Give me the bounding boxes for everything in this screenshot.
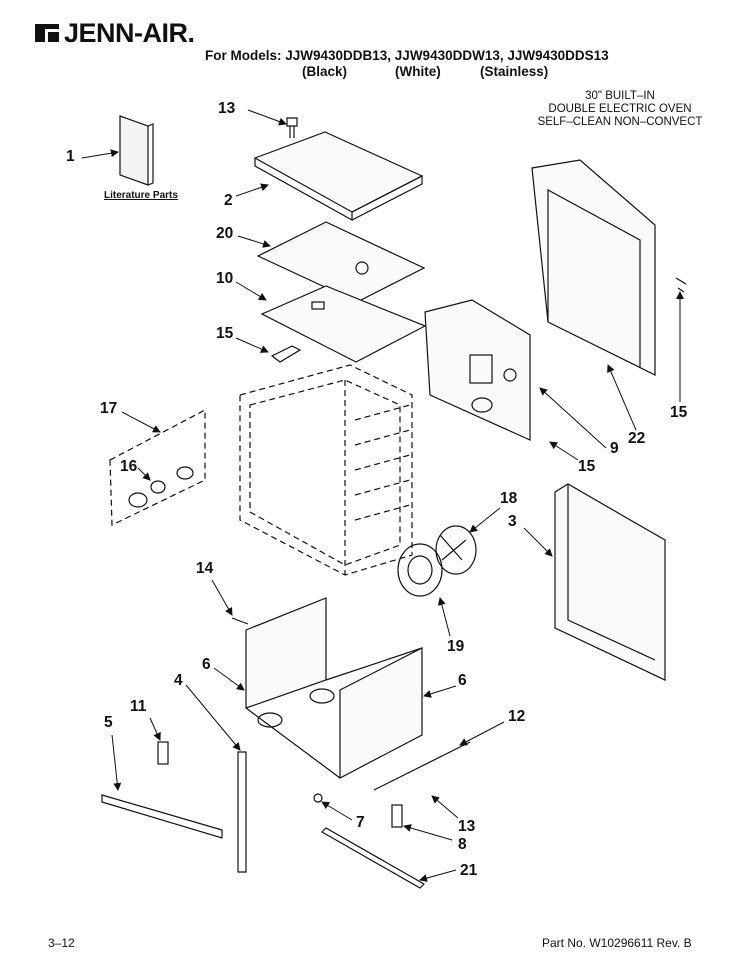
leader-3	[523, 527, 553, 557]
callout-13-lower: 13	[458, 818, 476, 835]
bracket-small	[157, 741, 169, 765]
rear-panel	[424, 299, 531, 441]
rail-lower	[101, 794, 223, 839]
side-panel-right	[531, 159, 656, 376]
leader-7	[321, 801, 353, 821]
brand-mark-icon	[35, 24, 59, 42]
leader-5	[111, 734, 122, 791]
callout-7: 7	[356, 814, 365, 831]
top-panel	[253, 131, 424, 222]
baffle-panel	[260, 285, 427, 363]
screw-right	[675, 277, 687, 293]
callout-19: 19	[447, 638, 465, 655]
callout-12: 12	[508, 708, 526, 725]
bracket	[270, 345, 302, 363]
finish-black: (Black)	[302, 64, 348, 79]
description-line: SELF–CLEAN NON–CONVECT	[537, 116, 703, 128]
finish-white: (White)	[395, 64, 441, 79]
callout-21: 21	[460, 862, 478, 879]
callout-6-right: 6	[458, 672, 467, 689]
callout-4: 4	[174, 672, 183, 689]
callout-15-mid: 15	[578, 458, 596, 475]
callout-18: 18	[500, 490, 518, 507]
callout-6-left: 6	[202, 656, 211, 673]
callout-14: 14	[196, 560, 214, 577]
description-line: 30" BUILT–IN	[585, 90, 655, 102]
side-panel-left	[554, 483, 666, 681]
callout-10: 10	[216, 270, 234, 287]
leader-10	[235, 281, 267, 301]
callout-15-right: 15	[670, 404, 688, 421]
leader-13	[247, 109, 287, 126]
leader-12	[459, 721, 505, 746]
leader-17	[121, 411, 161, 433]
leader-22	[607, 364, 637, 431]
callout-22: 22	[628, 430, 646, 447]
callout-1: 1	[66, 148, 75, 165]
rail-vertical	[237, 751, 247, 873]
rail-bottom	[321, 827, 425, 889]
brand-name: JENN-AIR.	[64, 18, 195, 48]
leader-21	[419, 869, 457, 882]
callout-2: 2	[224, 192, 233, 209]
leader-14	[211, 579, 233, 616]
leader-13-lower	[431, 795, 459, 819]
insulation-panel	[256, 221, 426, 303]
screw-top	[286, 117, 298, 138]
product-description: 30" BUILT–IN DOUBLE ELECTRIC OVEN SELF–C…	[520, 90, 720, 129]
leader-8	[403, 824, 453, 841]
literature-booklet	[119, 115, 154, 186]
leader-11	[149, 717, 161, 741]
callout-11: 11	[130, 698, 147, 715]
leader-20	[237, 235, 271, 248]
page-number: 3–12	[48, 936, 75, 950]
leader-16	[137, 467, 151, 481]
leader-18	[469, 507, 501, 533]
control-box-outline	[109, 409, 206, 526]
description-line: DOUBLE ELECTRIC OVEN	[548, 103, 692, 115]
leader-6-right	[423, 685, 457, 698]
callout-20: 20	[216, 225, 234, 242]
leader-15	[235, 337, 269, 353]
callout-15: 15	[216, 325, 234, 342]
brand-logo: JENN-AIR.	[34, 18, 195, 49]
cabinet-shell	[245, 597, 423, 779]
part-number: Part No. W10296611 Rev. B	[542, 936, 692, 950]
knob-assembly	[128, 466, 194, 508]
leader-6-left	[213, 667, 245, 691]
leader-15-mid	[549, 441, 579, 461]
callout-16: 16	[120, 458, 138, 475]
callout-5: 5	[104, 714, 113, 731]
leader-2	[235, 183, 269, 197]
callout-17: 17	[100, 400, 118, 417]
latch	[391, 804, 403, 828]
literature-parts-label: Literature Parts	[104, 190, 178, 201]
nut	[313, 793, 323, 803]
leader-9	[539, 387, 607, 449]
leader-19	[437, 597, 451, 637]
fan-assembly	[397, 525, 477, 597]
screw-left	[231, 617, 249, 625]
callout-13: 13	[218, 100, 236, 117]
oven-cavity	[239, 364, 413, 576]
callout-9: 9	[610, 440, 619, 457]
callout-3: 3	[508, 513, 517, 530]
leader-4	[185, 684, 241, 751]
finish-stainless: (Stainless)	[480, 64, 549, 79]
support-rod	[373, 741, 471, 791]
callout-8: 8	[458, 836, 467, 853]
leader-1	[81, 149, 119, 159]
models-line: For Models: JJW9430DDB13, JJW9430DDW13, …	[205, 48, 609, 63]
